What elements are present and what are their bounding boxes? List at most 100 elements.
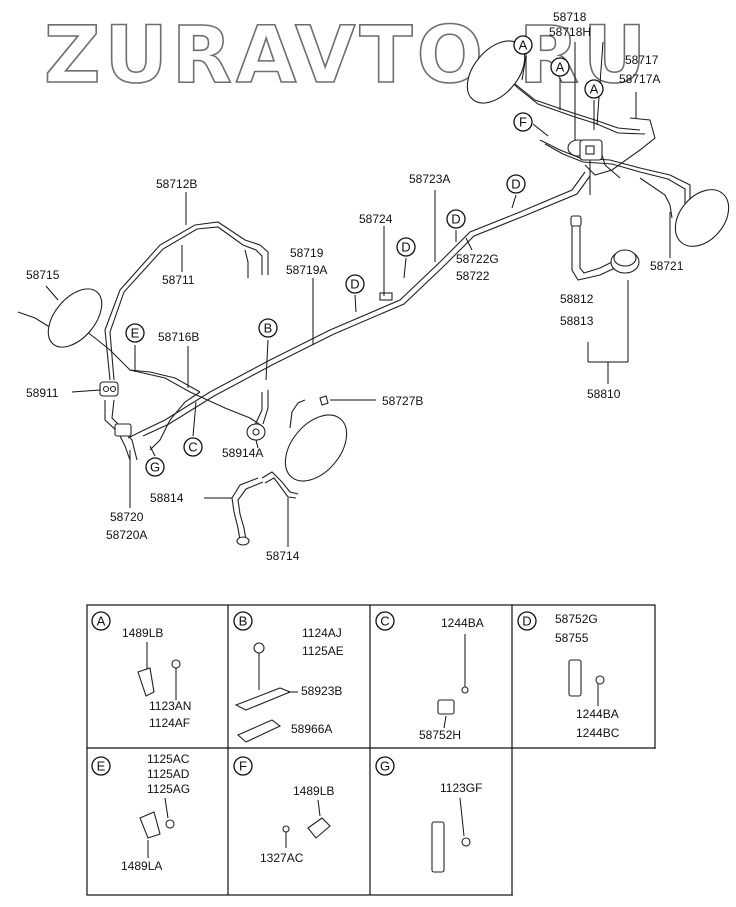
label-58914A: 58914A (222, 446, 263, 460)
marker-C: C (183, 437, 203, 457)
detail-F-label-2: 1327AC (260, 851, 304, 865)
label-58717A: 58717A (619, 72, 660, 86)
svg-text:E: E (131, 326, 140, 341)
detail-C-label-1: 1244BA (441, 616, 484, 630)
detail-A-label-2: 1123AN (149, 699, 191, 713)
detail-cell-E: E 1125AC 1125AD 1125AG 1489LA (91, 752, 190, 873)
detail-B-label-3: 58923B (301, 684, 342, 698)
svg-text:A: A (590, 82, 599, 97)
svg-text:D: D (522, 614, 531, 629)
svg-text:A: A (519, 38, 528, 53)
marker-B: B (258, 318, 278, 338)
detail-cell-C: C 1244BA 58752H (375, 611, 484, 742)
detail-D-label-4: 1244BC (576, 726, 620, 740)
svg-text:B: B (239, 614, 248, 629)
detail-F-label-1: 1489LB (293, 784, 334, 798)
label-58721: 58721 (650, 259, 684, 273)
detail-E-label-2: 1125AD (147, 767, 190, 781)
svg-text:D: D (401, 240, 410, 255)
label-58716B: 58716B (158, 330, 199, 344)
label-58720A: 58720A (106, 528, 147, 542)
marker-E: E (125, 323, 145, 343)
detail-B-label-1: 1124AJ (302, 626, 342, 640)
label-58727B: 58727B (382, 394, 423, 408)
detail-E-label-4: 1489LA (121, 859, 162, 873)
svg-text:D: D (451, 212, 460, 227)
label-58723A: 58723A (409, 172, 450, 186)
detail-cell-D: D 58752G 58755 1244BA 1244BC (517, 611, 620, 740)
label-58813: 58813 (560, 314, 594, 328)
detail-E-label-1: 1125AC (147, 752, 190, 766)
label-58718: 58718 (553, 10, 587, 24)
detail-D-label-2: 58755 (555, 631, 589, 645)
label-58718H: 58718H (549, 25, 591, 39)
vacuum-hose-58810 (570, 215, 640, 281)
clip-58727B (319, 395, 329, 406)
leader-lines (45, 41, 671, 547)
marker-A-2: A (550, 57, 570, 77)
detail-A-label-1: 1489LB (122, 626, 163, 640)
brake-disc-right (674, 189, 730, 247)
label-58812: 58812 (560, 292, 594, 306)
bracket-58914A (246, 423, 266, 441)
detail-E-label-3: 1125AG (147, 782, 190, 796)
brake-disc-front-left (47, 288, 103, 348)
svg-text:C: C (380, 614, 389, 629)
clip-58724 (379, 292, 393, 301)
svg-text:F: F (239, 759, 247, 774)
callout-markers: A A A F D D D D B E C G (125, 35, 604, 477)
marker-F: F (513, 112, 533, 132)
label-58722G: 58722G (456, 252, 499, 266)
brake-disc-rear (284, 414, 348, 482)
svg-text:D: D (511, 177, 520, 192)
marker-D-2: D (446, 209, 466, 229)
svg-text:G: G (150, 460, 160, 475)
brake-pipes (17, 69, 699, 461)
watermark: ZURAVTO.RU (44, 11, 650, 101)
label-58911: 58911 (26, 386, 59, 400)
detail-A-label-3: 1124AF (149, 716, 190, 730)
marker-D-3: D (396, 237, 416, 257)
block-58911 (99, 381, 119, 397)
detail-B-label-4: 58966A (291, 722, 332, 736)
detail-G-label-1: 1123GF (440, 781, 482, 795)
svg-text:F: F (519, 115, 527, 130)
label-58715: 58715 (26, 268, 60, 282)
components (47, 40, 730, 546)
label-58810: 58810 (587, 387, 621, 401)
svg-text:C: C (188, 440, 197, 455)
detail-C-label-2: 58752H (419, 728, 461, 742)
label-58712B: 58712B (156, 177, 197, 191)
marker-A-1: A (513, 35, 533, 55)
hose-58814 (231, 471, 299, 546)
label-58814: 58814 (150, 491, 184, 505)
detail-D-label-3: 1244BA (576, 707, 619, 721)
detail-cell-G: G 1123GF (375, 756, 482, 873)
part-labels: 58718 58718H 58717 58717A 58712B 58723A … (26, 10, 684, 563)
marker-A-3: A (584, 79, 604, 99)
bracket-58720 (114, 423, 132, 437)
detail-table: A 1489LB 1123AN 1124AF B 1124AJ 1125AE 5… (86, 604, 656, 896)
master-cylinder (567, 139, 603, 161)
marker-G: G (145, 457, 165, 477)
marker-D-4: D (345, 274, 365, 294)
label-58717: 58717 (625, 53, 659, 67)
label-58714: 58714 (266, 549, 300, 563)
label-58720: 58720 (110, 510, 144, 524)
detail-cell-B: B 1124AJ 1125AE 58923B 58966A (233, 611, 344, 743)
svg-text:E: E (97, 759, 106, 774)
svg-text:A: A (556, 60, 565, 75)
label-58722: 58722 (456, 269, 490, 283)
marker-D-1: D (506, 174, 526, 194)
label-58719: 58719 (290, 246, 324, 260)
svg-text:D: D (350, 277, 359, 292)
svg-text:A: A (97, 614, 106, 629)
label-58711: 58711 (162, 273, 195, 287)
detail-D-label-1: 58752G (555, 612, 598, 626)
label-58719A: 58719A (286, 263, 327, 277)
svg-text:B: B (264, 321, 273, 336)
label-58724: 58724 (359, 212, 393, 226)
detail-cell-A: A 1489LB 1123AN 1124AF (91, 611, 191, 730)
detail-cell-F: F 1489LB 1327AC (233, 756, 334, 865)
